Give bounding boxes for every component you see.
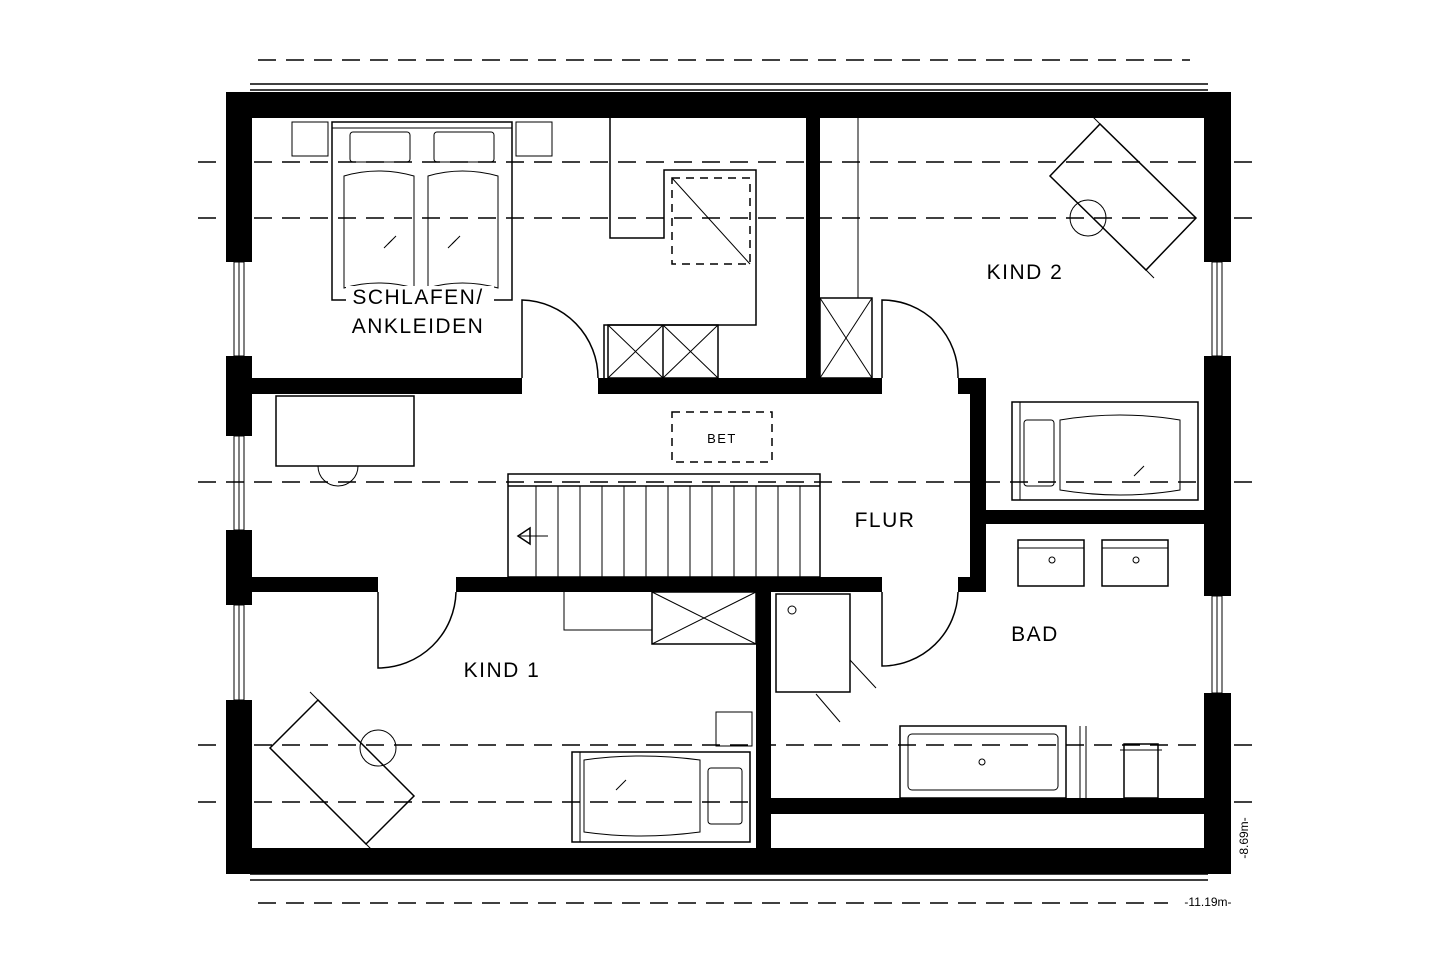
desk-flur [275,395,415,487]
room-label-bad: BAD [1011,623,1059,646]
shaft [819,118,873,379]
bet-label: BET [707,431,737,446]
desk-kind1 [268,691,416,853]
double-bed [331,121,513,301]
stair-arrow-icon [516,526,531,546]
nightstand [291,121,329,157]
nightstand [515,121,553,157]
roof-lines [198,59,1258,904]
interior-walls [252,118,1204,848]
outer-walls [226,92,1231,874]
bed-kind1 [571,751,751,843]
washbasin-right [1101,539,1169,587]
nightstand [715,711,753,747]
shower [775,593,877,723]
windows [233,261,1223,701]
washbasin-left [1017,539,1085,587]
bathtub [899,725,1087,799]
room-label-ankleiden: ANKLEIDEN [352,315,485,338]
bed-kind2 [1011,401,1199,501]
room-label-kind1: KIND 1 [464,659,541,682]
room-label-schlafen: SCHLAFEN/ [352,286,483,309]
dimension-height: -8.69m- [1237,817,1251,858]
staircase [507,473,821,578]
toilet [1120,743,1162,799]
room-label-flur: FLUR [855,509,916,532]
desk-kind2 [1048,115,1198,279]
label-mask [346,286,494,308]
chimney-outline [603,118,757,378]
doors [377,299,959,669]
wardrobe [607,324,719,379]
room-label-kind2: KIND 2 [987,261,1064,284]
kind1-installations [563,591,757,645]
bet-box [671,411,773,463]
dimension-width: -11.19m- [1184,895,1231,909]
eaves [250,83,1208,881]
